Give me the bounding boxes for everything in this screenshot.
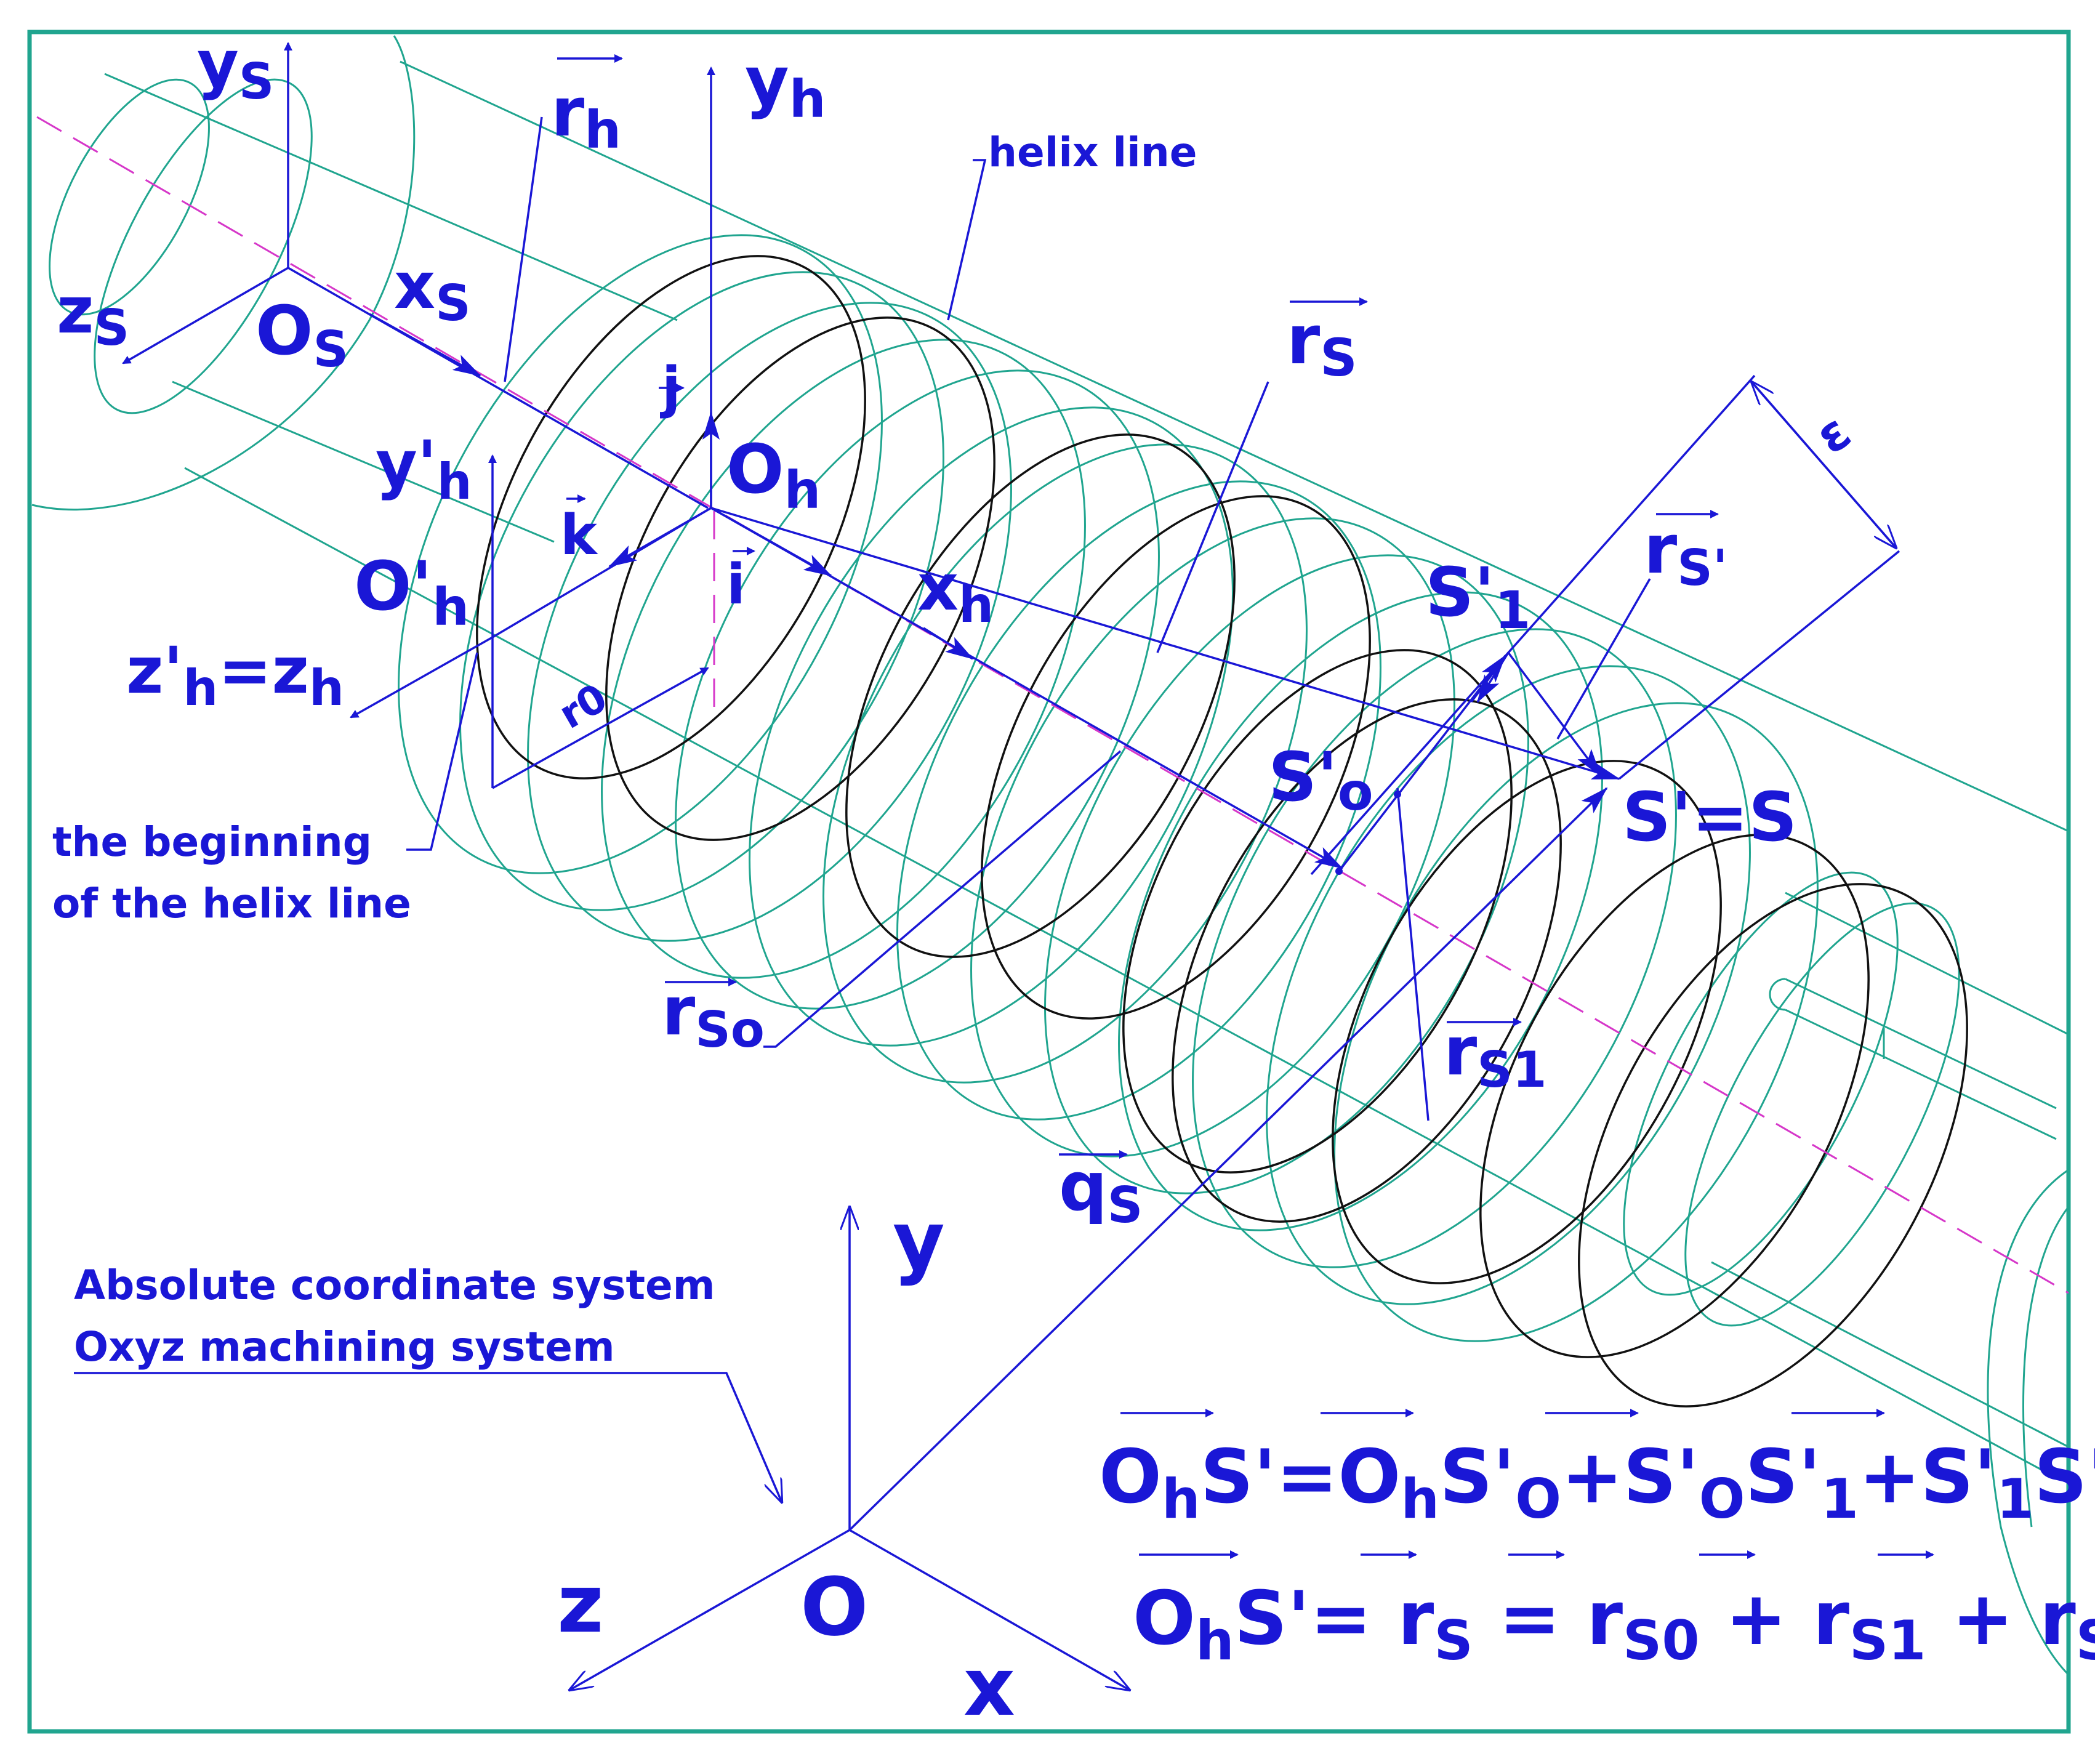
label-xs: xS	[394, 248, 471, 332]
label-oh: Oh	[726, 430, 821, 520]
label-zph-eq: z'h=zh	[126, 633, 344, 717]
label-rs: rS	[1287, 300, 1357, 388]
point-s0	[1335, 868, 1343, 875]
equations: OhS'=OhS'O+S'OS'1+S'1S' OhS'= rS = rS0 +…	[1099, 1435, 2095, 1672]
label-rs1: rS1	[1444, 1012, 1547, 1098]
label-x: x	[963, 1640, 1015, 1734]
label-o: O	[800, 1560, 869, 1654]
label-y: y	[893, 1194, 945, 1287]
label-oph: O'h	[354, 547, 469, 637]
label-i: i	[726, 552, 746, 617]
label-sps: S'=S	[1622, 778, 1797, 856]
label-rh: rh	[551, 73, 621, 160]
point-s1-foot	[1394, 791, 1401, 798]
label-epsilon: ε	[1806, 403, 1861, 465]
coordinate-vectors	[74, 42, 1934, 1690]
note-abs-2: Oxyz machining system	[74, 1323, 615, 1371]
annotations: helix line the beginning of the helix li…	[52, 129, 1197, 1371]
label-rso: rSo	[662, 972, 765, 1058]
shaft-axis	[36, 116, 2069, 1294]
frame-border	[27, 30, 2071, 1734]
note-beginning-2: of the helix line	[52, 880, 411, 927]
note-abs-1: Absolute coordinate system	[74, 1262, 715, 1309]
label-yph: y'h	[376, 427, 472, 510]
label-zs: zS	[57, 273, 129, 356]
note-beginning-1: the beginning	[52, 818, 372, 866]
label-xh: xh	[917, 550, 994, 634]
equation-2: OhS'= rS = rS0 + rS1 + rS'	[1133, 1576, 2095, 1672]
label-qs: qS	[1059, 1147, 1143, 1234]
label-rsp: rS'	[1644, 510, 1727, 597]
label-j: j	[660, 355, 681, 420]
labels: yS zS OS xS rh yh j Oh y'h k i O'h z'h=z…	[57, 26, 1860, 1734]
label-yh: yh	[745, 42, 826, 129]
label-sp0: S'o	[1268, 738, 1373, 822]
note-helix-line: helix line	[988, 129, 1197, 176]
label-ys: yS	[197, 26, 274, 110]
equation-1: OhS'=OhS'O+S'OS'1+S'1S'	[1099, 1435, 2095, 1531]
label-z: z	[557, 1557, 604, 1651]
label-k: k	[560, 503, 598, 568]
label-sp1: S'1	[1425, 553, 1530, 640]
label-os: OS	[255, 291, 348, 378]
helix-thread	[476, 255, 1968, 1408]
